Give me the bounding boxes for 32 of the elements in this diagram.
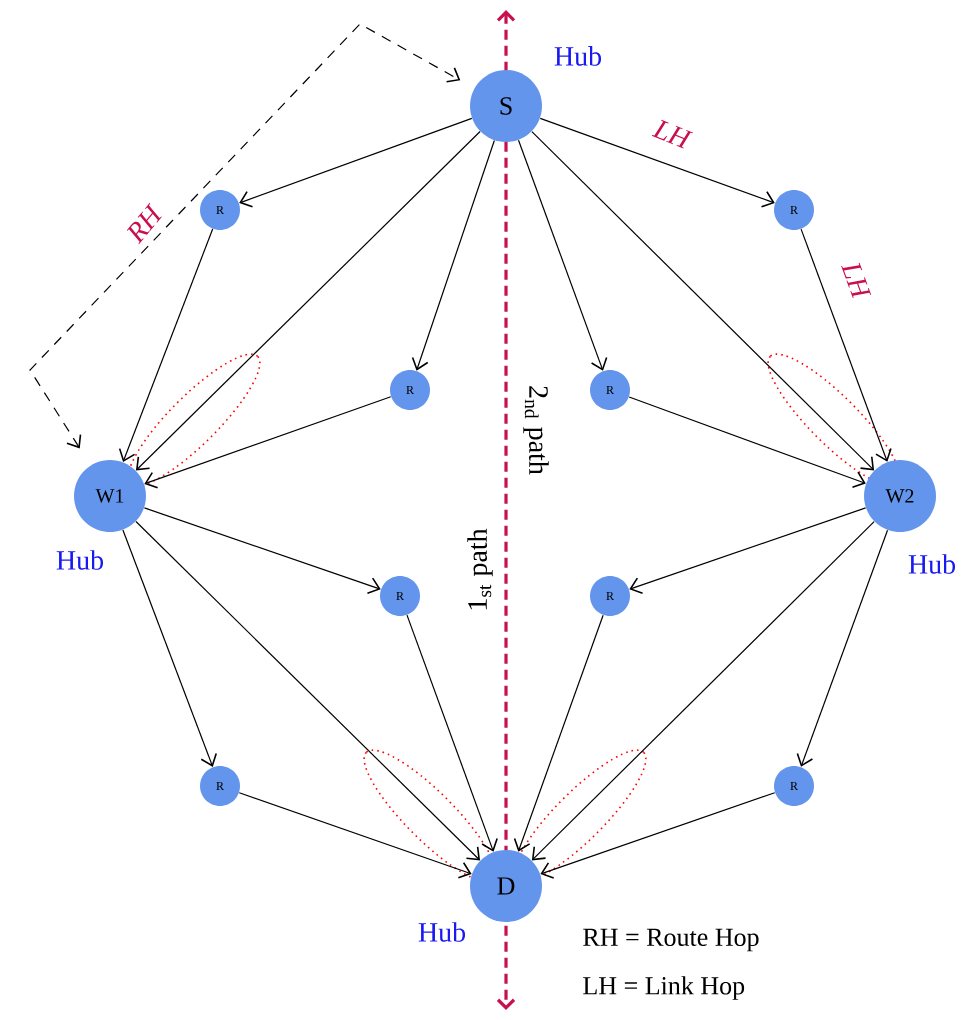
hub-label: Hub <box>554 46 602 66</box>
arrow <box>143 507 381 595</box>
arrow <box>122 529 218 767</box>
edge-label: RH <box>122 201 166 247</box>
arrow <box>144 396 392 489</box>
arrow <box>411 139 495 371</box>
hub-label: Hub <box>908 554 956 574</box>
arrow <box>539 117 775 208</box>
path-label: 1$_{st}$ path <box>467 528 493 610</box>
hub-label: Hub <box>56 550 104 570</box>
edge-label: LH <box>649 116 695 152</box>
arrow <box>800 228 892 462</box>
path-label: 2$_{nd}$ path <box>523 386 549 475</box>
arrow <box>239 117 473 208</box>
legend-text: LH = Link Hop <box>583 976 745 1000</box>
hub-label: Hub <box>418 922 466 942</box>
legend-text: RH = Route Hop <box>583 928 759 952</box>
arrow <box>517 139 608 371</box>
edge-label: LH <box>838 257 874 303</box>
arrow <box>406 614 498 852</box>
arrow <box>531 131 875 471</box>
arrow <box>135 130 481 471</box>
arrow <box>513 614 604 852</box>
dashed-arrow <box>29 23 461 449</box>
arrow <box>135 520 481 861</box>
arrow <box>118 228 214 463</box>
arrow <box>796 529 889 767</box>
arrow <box>238 792 472 879</box>
arrow <box>540 792 776 879</box>
arrow <box>628 396 866 488</box>
arrow <box>531 521 875 861</box>
arrow <box>629 507 867 595</box>
